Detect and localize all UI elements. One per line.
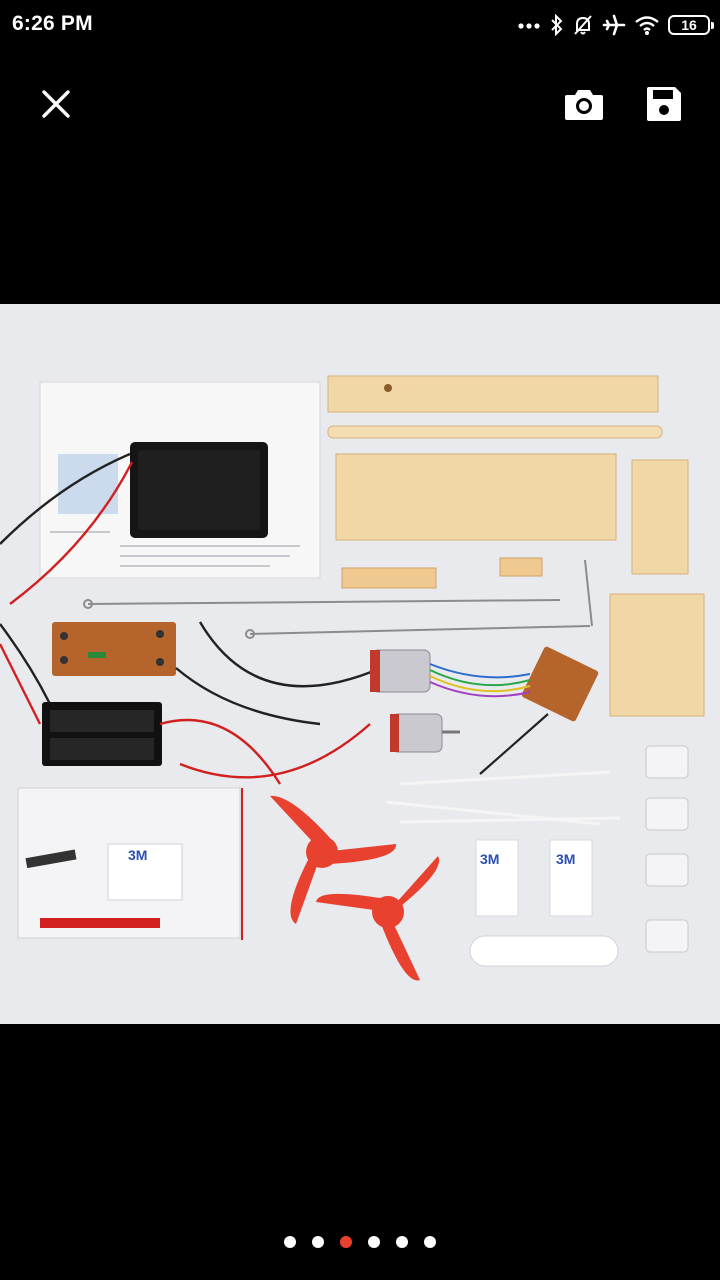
tape-1-label: 3M: [480, 851, 499, 867]
bag-tape-label: 3M: [128, 847, 147, 863]
connector-4: [645, 919, 689, 953]
tape-2-label: 3M: [556, 851, 575, 867]
bell-off-icon: [572, 14, 594, 36]
wood-strip-long: [327, 375, 659, 413]
camera-button[interactable]: [558, 80, 610, 132]
wood-block-long: [341, 567, 437, 589]
camera-icon: [563, 86, 605, 127]
wood-board: [335, 453, 617, 541]
product-photo[interactable]: 3M 3M 3M: [0, 304, 720, 1024]
transmitter-pcb: [52, 622, 176, 676]
pager-dot-2[interactable]: [312, 1236, 324, 1248]
propeller-2: [316, 856, 440, 981]
tape-2: [549, 839, 593, 917]
kit-parts-illustration: 3M 3M 3M: [0, 375, 705, 981]
image-viewer-toolbar: [0, 60, 720, 150]
close-button[interactable]: [30, 80, 82, 132]
battery-icon: 16: [668, 15, 714, 35]
motor-1: [371, 649, 431, 693]
close-icon: [41, 89, 71, 124]
wood-panel-small: [631, 459, 689, 575]
save-icon: [645, 85, 683, 128]
more-dots-icon: [518, 20, 542, 30]
pager-dot-6[interactable]: [424, 1236, 436, 1248]
glue-tube: [469, 935, 619, 967]
wood-block-short: [499, 557, 543, 577]
connector-3: [645, 853, 689, 887]
pager-dot-5[interactable]: [396, 1236, 408, 1248]
save-button[interactable]: [638, 80, 690, 132]
status-icons: 16: [518, 10, 714, 40]
airplane-icon: [602, 14, 626, 36]
connector-2: [645, 797, 689, 831]
pager-dot-4[interactable]: [368, 1236, 380, 1248]
connector-1: [645, 745, 689, 779]
bluetooth-icon: [550, 14, 564, 36]
wifi-icon: [634, 14, 660, 36]
pager-dot-1[interactable]: [284, 1236, 296, 1248]
status-bar: 6:26 PM 16: [0, 0, 720, 50]
wood-panel-medium: [609, 593, 705, 717]
motor-2: [391, 713, 443, 753]
receiver-pcb: [521, 646, 599, 722]
image-pager: [0, 1230, 720, 1254]
wood-dowel: [327, 425, 663, 439]
propeller-1: [270, 795, 397, 924]
status-time: 6:26 PM: [12, 12, 93, 35]
pager-dot-3[interactable]: [340, 1236, 352, 1248]
tape-1: [475, 839, 519, 917]
